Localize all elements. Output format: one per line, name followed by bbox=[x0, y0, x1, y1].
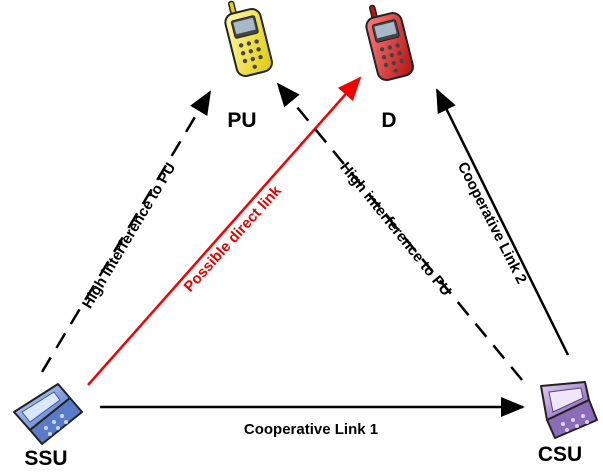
csu-to-d-link-label: Cooperative Link 2 bbox=[454, 159, 530, 286]
blue-flip-phone-icon bbox=[13, 383, 83, 445]
csu-to-d-arrow bbox=[435, 88, 570, 356]
purple-flip-phone-icon bbox=[540, 381, 598, 439]
csu-to-pu-dashed-arrow bbox=[276, 82, 523, 381]
d-label: D bbox=[381, 109, 396, 132]
csu-label: CSU bbox=[538, 443, 582, 466]
pu-label: PU bbox=[227, 109, 256, 132]
ssu-to-csu-link-label: Cooperative Link 1 bbox=[244, 421, 378, 438]
ssu-to-d-link-label: Possible direct link bbox=[181, 182, 286, 295]
csu-to-pu-link-label: High interference to PU bbox=[336, 159, 454, 299]
yellow-mobile-phone-icon bbox=[224, 0, 273, 78]
ssu-to-pu-link-label: High interference to PU bbox=[79, 160, 179, 312]
ssu-to-d-red-arrow bbox=[87, 76, 362, 386]
ssu-label: SSU bbox=[24, 447, 67, 470]
red-mobile-phone-icon bbox=[365, 4, 414, 82]
